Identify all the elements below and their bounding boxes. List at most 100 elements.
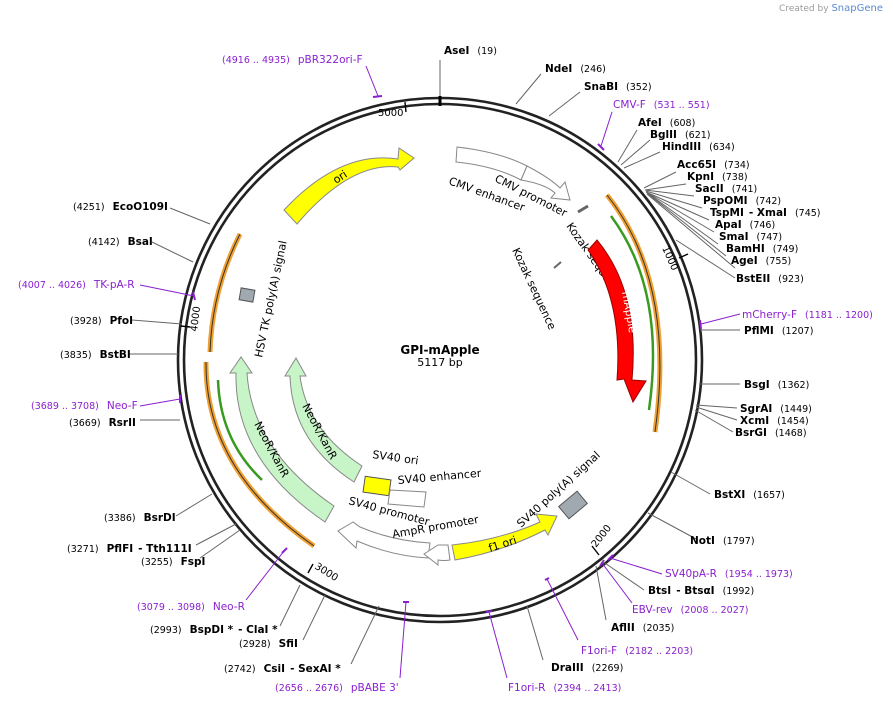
f1ori-label: f1 ori bbox=[487, 534, 518, 555]
enzyme-kpni[interactable]: KpnI(738) bbox=[687, 171, 748, 183]
leader-csii bbox=[350, 605, 380, 665]
leader-bsrdi bbox=[175, 493, 213, 517]
enzyme-bsteii[interactable]: BstEII(923) bbox=[736, 273, 804, 285]
enzyme-ecoo109i[interactable]: (4251)EcoO109I bbox=[73, 201, 168, 213]
primer-cmvf[interactable]: CMV-F(531 .. 551) bbox=[613, 99, 710, 111]
leader-sgrai bbox=[694, 404, 738, 433]
primer-mark-f1orir bbox=[485, 610, 493, 613]
snapgene-brand[interactable]: SnapGene bbox=[831, 3, 883, 14]
leader-afei bbox=[617, 129, 638, 163]
enzyme-bsrdi[interactable]: (3386)BsrDI bbox=[104, 512, 176, 524]
enzyme-pfoi[interactable]: (3928)PfoI bbox=[70, 315, 133, 327]
sv40-enhancer-label: SV40 enhancer bbox=[397, 467, 482, 487]
leader-pfoi bbox=[131, 319, 183, 325]
enzyme-rsrii[interactable]: (3669)RsrII bbox=[69, 417, 136, 429]
pleader-f1orif bbox=[546, 578, 579, 641]
leader-snabi bbox=[548, 91, 581, 117]
pleader-mcherry bbox=[700, 313, 741, 325]
enzyme-leaders bbox=[128, 60, 740, 665]
enzyme-hindiii[interactable]: HindIII(634) bbox=[662, 141, 735, 153]
green-strand-left-b bbox=[216, 379, 263, 481]
pleader-pbabe bbox=[399, 601, 407, 679]
kozak-label-2: Kozak sequence bbox=[509, 246, 558, 332]
primer-pbr322[interactable]: (4916 .. 4935)pBR322ori-F bbox=[222, 54, 363, 66]
primer-f1orir[interactable]: F1ori-R(2394 .. 2413) bbox=[508, 682, 621, 694]
leader-bglii bbox=[620, 139, 651, 166]
enzyme-sfii[interactable]: (2928)SfiI bbox=[239, 638, 298, 650]
credit-prefix: Created by bbox=[779, 4, 829, 14]
primer-tkpar[interactable]: (4007 .. 4026)TK-pA-R bbox=[18, 279, 135, 291]
enzyme-bsrgi[interactable]: BsrGI(1468) bbox=[735, 427, 807, 439]
leader-aflii bbox=[595, 565, 607, 621]
credit: Created by SnapGene bbox=[779, 3, 883, 14]
enzyme-afei[interactable]: AfeI(608) bbox=[638, 117, 695, 129]
sv40-polya-label: SV40 poly(A) signal bbox=[514, 449, 603, 531]
enzyme-aflii[interactable]: AflII(2035) bbox=[611, 622, 674, 634]
primer-mark-pbr322 bbox=[372, 95, 383, 98]
pleader-cmvf bbox=[600, 111, 613, 147]
neokan-inner-arrow[interactable] bbox=[284, 357, 363, 483]
enzyme-bspdi[interactable]: (2993)BspDI *- ClaI * bbox=[150, 624, 278, 636]
enzyme-snabi[interactable]: SnaBI(352) bbox=[584, 81, 652, 93]
sv40-polya-box[interactable] bbox=[557, 490, 589, 520]
ori-arrow[interactable] bbox=[283, 147, 415, 225]
kozak-mark-1 bbox=[577, 204, 589, 214]
primer-ebvrev[interactable]: EBV-rev(2008 .. 2027) bbox=[632, 604, 749, 616]
primer-neof[interactable]: (3689 .. 3708)Neo-F bbox=[31, 400, 138, 412]
primer-f1orif[interactable]: F1ori-F(2182 .. 2203) bbox=[581, 645, 693, 657]
enzyme-bsgi[interactable]: BsgI(1362) bbox=[744, 379, 809, 391]
leader-bsai bbox=[151, 241, 194, 263]
enzyme-bstbi[interactable]: (3835)BstBI bbox=[60, 349, 131, 361]
enzyme-ndei[interactable]: NdeI(246) bbox=[545, 63, 606, 75]
leader-noti bbox=[647, 512, 699, 541]
enzyme-draiii[interactable]: DraIII(2269) bbox=[551, 662, 623, 674]
enzyme-pflmi[interactable]: PflMI(1207) bbox=[744, 325, 813, 337]
enzyme-bstxi[interactable]: BstXI(1657) bbox=[714, 489, 785, 501]
enzyme-sacii[interactable]: SacII(741) bbox=[695, 183, 757, 195]
cmv-promoter-arrow[interactable] bbox=[520, 165, 571, 201]
enzyme-acc65i[interactable]: Acc65I(734) bbox=[677, 159, 750, 171]
primer-mcherry[interactable]: mCherry-F(1181 .. 1200) bbox=[742, 309, 873, 321]
tick-3000 bbox=[307, 563, 314, 574]
hsv-label: HSV TK poly(A) signal bbox=[252, 239, 289, 358]
cmv-enhancer-arrow[interactable] bbox=[455, 146, 528, 181]
sv40-ori-box[interactable] bbox=[362, 475, 392, 497]
pleader-pbr322 bbox=[365, 65, 379, 97]
primer-pbabe[interactable]: (2656 .. 2676)pBABE 3' bbox=[275, 682, 399, 694]
enzyme-smai[interactable]: SmaI(747) bbox=[719, 231, 782, 243]
enzyme-csii[interactable]: (2742)CsiI- SexAI * bbox=[224, 663, 341, 675]
mapple-arrow[interactable] bbox=[587, 239, 647, 404]
enzyme-xcmi[interactable]: XcmI(1454) bbox=[740, 415, 809, 427]
ampr-promoter-arrow[interactable] bbox=[423, 544, 451, 567]
hsv-polya-box[interactable] bbox=[238, 287, 256, 303]
enzyme-fspi[interactable]: (3255)FspI bbox=[141, 556, 205, 568]
enzyme-bsai[interactable]: (4142)BsaI bbox=[88, 236, 153, 248]
leader-bspdi bbox=[279, 584, 301, 627]
enzyme-bamhi[interactable]: BamHI(749) bbox=[726, 243, 798, 255]
primer-sv40par[interactable]: SV40pA-R(1954 .. 1973) bbox=[665, 568, 793, 580]
enzyme-bglii[interactable]: BglII(621) bbox=[650, 129, 710, 141]
enzyme-psppomi[interactable]: PspOMI(742) bbox=[703, 195, 781, 207]
sv40-promoter-arrow[interactable] bbox=[337, 521, 431, 559]
enzyme-sgrai[interactable]: SgrAI(1449) bbox=[740, 403, 812, 415]
tick-3000-label: 3000 bbox=[312, 561, 339, 584]
green-strand-right bbox=[609, 215, 655, 411]
leader-acc65 bbox=[643, 171, 736, 269]
neokan-outer-arrow[interactable] bbox=[229, 356, 335, 523]
leader-bstxi bbox=[670, 471, 711, 495]
enzyme-agei[interactable]: AgeI(755) bbox=[731, 255, 791, 267]
tick-5000 bbox=[404, 101, 407, 113]
primer-neor[interactable]: (3079 .. 3098)Neo-R bbox=[137, 601, 245, 613]
sv40-enhancer-box[interactable] bbox=[387, 489, 427, 508]
enzyme-btsi[interactable]: BtsI- BtsαI(1992) bbox=[648, 585, 754, 597]
f1ori-arrow[interactable] bbox=[451, 513, 558, 561]
enzyme-apai[interactable]: ApaI(746) bbox=[715, 219, 775, 231]
primer-mark-mcherry bbox=[699, 319, 702, 330]
leader-bsteii bbox=[675, 239, 736, 279]
tick-4000 bbox=[180, 325, 191, 328]
enzyme-pflfi[interactable]: (3271)PflFI- Tth111I bbox=[67, 543, 192, 555]
enzyme-asei[interactable]: AseI(19) bbox=[444, 45, 497, 57]
enzyme-noti[interactable]: NotI(1797) bbox=[690, 535, 755, 547]
enzyme-tspmi[interactable]: TspMI- XmaI(745) bbox=[710, 207, 820, 219]
leader-ecoo109i bbox=[169, 207, 211, 225]
